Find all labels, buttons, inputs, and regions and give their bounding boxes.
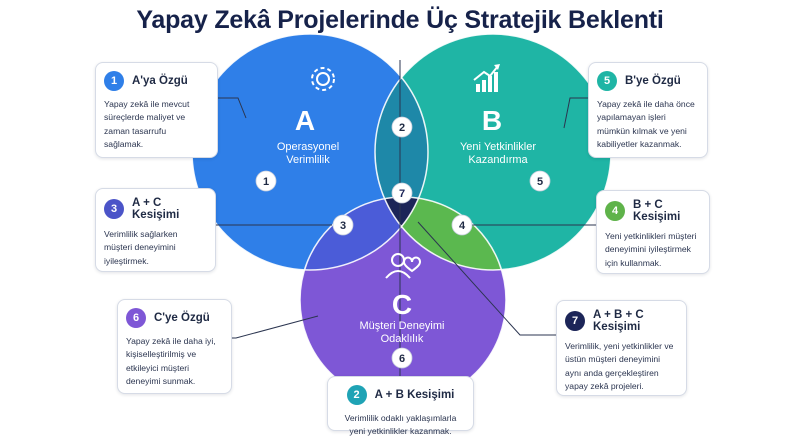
card-description: Verimlilik, yeni yetkinlikler ve üstün m… (565, 341, 674, 391)
connector-a-only (218, 97, 247, 119)
region-number-4: 4 (451, 214, 473, 236)
region-number-2: 2 (391, 116, 413, 138)
card-description: Yapay zekâ ile daha önce yapılamayan işl… (597, 99, 695, 149)
region-number-6: 6 (391, 347, 413, 369)
page-title: Yapay Zekâ Projelerinde Üç Stratejik Bek… (136, 6, 664, 34)
card-header: 5 B'ye Özgü (597, 71, 699, 91)
card-number-badge: 7 (565, 311, 585, 331)
card-header: 2 A + B Kesişimi (336, 385, 465, 405)
card-title: A + C Kesişimi (132, 197, 180, 221)
connector-c-only (232, 315, 319, 339)
card-number-badge: 5 (597, 71, 617, 91)
card-title: B + C Kesişimi (633, 199, 681, 223)
card-number-badge: 1 (104, 71, 124, 91)
card-description: Yeni yetkinlikleri müşteri deneyimini iy… (605, 231, 697, 268)
card-header: 3 A + C Kesişimi (104, 197, 207, 221)
card-title: B'ye Özgü (625, 75, 681, 87)
region-number-3: 3 (332, 214, 354, 236)
circle-b-letter: B (482, 105, 502, 136)
card-header: 6 C'ye Özgü (126, 308, 223, 328)
overlap-a-c (300, 197, 428, 270)
circle-c-letter: C (392, 289, 412, 320)
region-number-7: 7 (391, 182, 413, 204)
card-description: Yapay zekâ ile daha iyi, kişiselleştiril… (126, 336, 216, 386)
card-description: Verimlilik odaklı yaklaşımlarla yeni yet… (344, 413, 457, 437)
card-header: 4 B + C Kesişimi (605, 199, 701, 223)
card-header: 1 A'ya Özgü (104, 71, 209, 91)
svg-text:1: 1 (263, 176, 269, 188)
connector-abc (417, 221, 556, 336)
growth-chart-icon (473, 64, 500, 92)
svg-text:3: 3 (340, 220, 346, 232)
card-number-badge: 6 (126, 308, 146, 328)
card-description: Verimlilik sağlarken müşteri deneyimini … (104, 229, 178, 266)
card-number-badge: 3 (104, 199, 124, 219)
card-title: A + B + C Kesişimi (593, 309, 644, 333)
card-description: Yapay zekâ ile mevcut süreçlerde maliyet… (104, 99, 190, 149)
gear-icon (311, 67, 335, 91)
card-number-badge: 2 (346, 385, 367, 405)
svg-text:4: 4 (459, 220, 466, 232)
region-number-5: 5 (529, 170, 551, 192)
svg-text:2: 2 (399, 122, 405, 134)
card-title: C'ye Özgü (154, 312, 210, 324)
svg-text:6: 6 (399, 353, 405, 365)
circle-a-letter: A (295, 105, 315, 136)
card-number-badge: 4 (605, 201, 625, 221)
overlap-b-c (375, 197, 506, 270)
card-title: A + B Kesişimi (374, 389, 455, 401)
svg-text:5: 5 (537, 176, 543, 188)
customer-heart-icon (385, 253, 422, 279)
region-number-1: 1 (255, 170, 277, 192)
card-title: A'ya Özgü (132, 75, 188, 87)
card-header: 7 A + B + C Kesişimi (565, 309, 678, 333)
svg-text:7: 7 (399, 188, 405, 200)
connector-b-only (563, 97, 588, 129)
